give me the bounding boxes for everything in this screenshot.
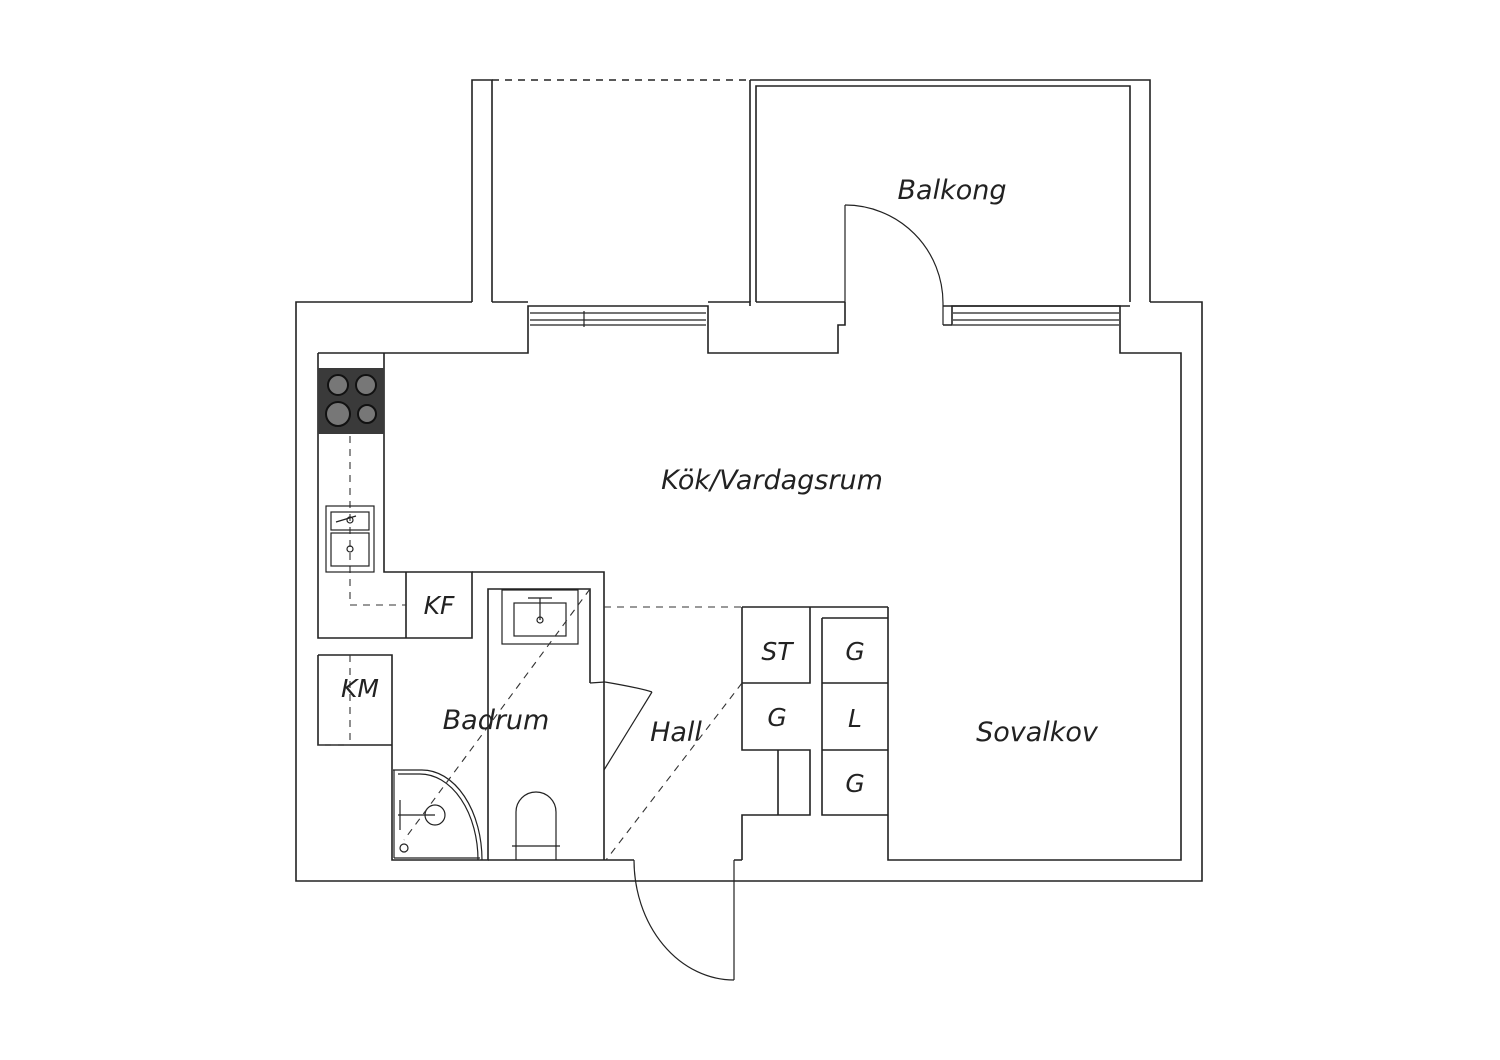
outer-walls: [295, 301, 1203, 882]
room-label-badrum: Badrum: [443, 705, 550, 736]
room-label-hall: Hall: [650, 717, 702, 748]
room-label-sovalkov: Sovalkov: [976, 717, 1099, 748]
entrance-door: [633, 859, 735, 981]
fixture-label-st: ST: [761, 637, 794, 666]
windows: [530, 311, 1119, 327]
fixture-label-g: G: [767, 703, 786, 732]
shower-icon: [393, 769, 483, 861]
bathroom-fixtures: [393, 589, 579, 861]
toilet-icon: [512, 791, 560, 860]
washbasin-icon: [501, 589, 579, 645]
fixture-label-l: L: [848, 704, 862, 733]
room-label-balkong: Balkong: [898, 175, 1007, 206]
bathroom-door: [589, 681, 653, 771]
kitchen-sink-icon: [325, 505, 375, 573]
balcony-door: [844, 204, 944, 325]
bathroom-walls: [317, 571, 605, 861]
fixture-label-kf: KF: [424, 591, 455, 620]
hall-and-wardrobes: [403, 588, 888, 861]
balcony: [471, 79, 1151, 302]
fixture-label-g: G: [845, 637, 864, 666]
kitchen-counter: [317, 353, 473, 639]
fixture-label-g: G: [845, 769, 864, 798]
room-label-kok-vardagsrum: Kök/Vardagsrum: [661, 465, 883, 496]
fixture-label-km: KM: [341, 674, 379, 703]
